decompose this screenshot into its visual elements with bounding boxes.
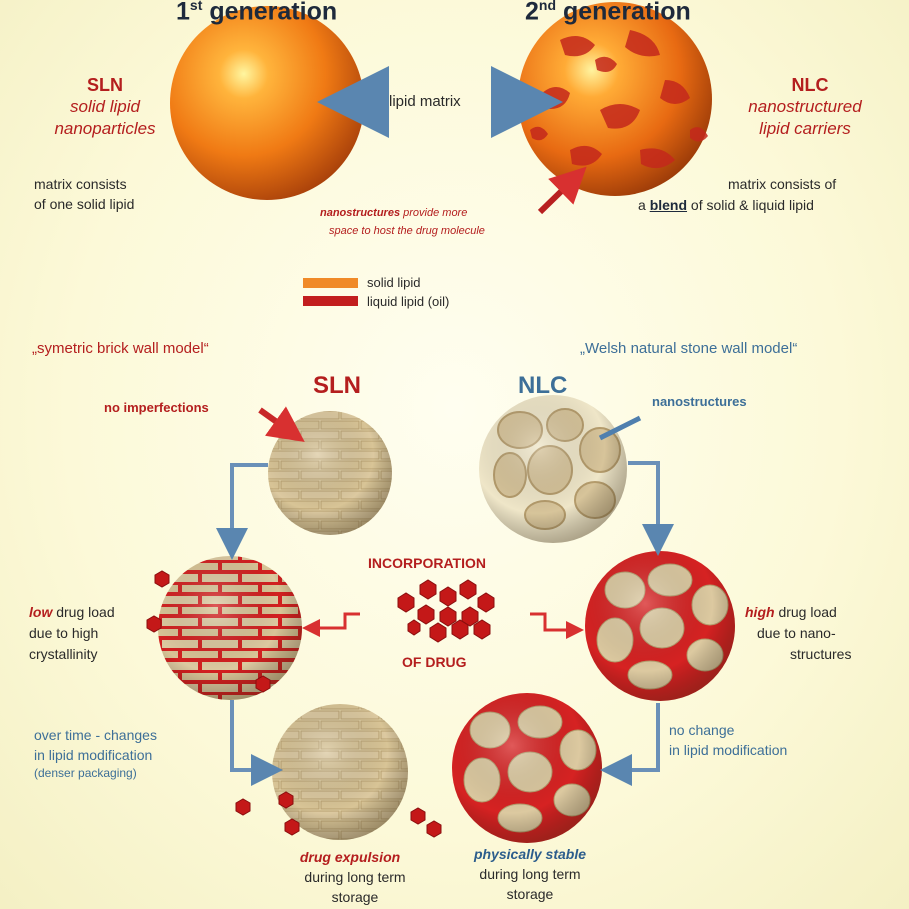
nlc-drug-ball: [585, 551, 735, 701]
arrow-no-imperfections: [258, 406, 305, 442]
low-drug-load-line2: due to high: [29, 625, 99, 641]
over-time-line1: over time - changes: [34, 727, 157, 743]
nlc-label: NLC: [791, 75, 829, 95]
high-drug-load-line2: due to nano-: [757, 625, 836, 641]
no-change-line1: no change: [669, 722, 735, 738]
arrow-nanostructures-blue: [598, 415, 642, 441]
physically-stable-label: physically stable: [473, 846, 587, 862]
sln-label: SLN: [87, 75, 123, 95]
arrow-nanostructures: [537, 166, 587, 215]
sln-full-line2: nanoparticles: [54, 119, 156, 138]
legend-solid-label: solid lipid: [367, 275, 421, 290]
expulsion-line2: during long term: [304, 869, 406, 885]
sln-full-line1: solid lipid: [70, 97, 140, 116]
nlc-heading: NLC: [518, 372, 568, 399]
sln-sphere: [170, 6, 364, 200]
nlc-storage-ball: [452, 693, 602, 843]
over-time-line2: in lipid modification: [34, 747, 153, 763]
incorporation-label: INCORPORATION: [368, 555, 486, 571]
sln-brick-ball: [268, 411, 392, 535]
stable-line3: storage: [506, 886, 554, 902]
no-change-line2: in lipid modification: [669, 742, 788, 758]
lipid-matrix-label: lipid matrix: [389, 93, 461, 110]
legend-liquid-label: liquid lipid (oil): [367, 294, 450, 309]
sln-matrix-line2: of one solid lipid: [34, 196, 135, 212]
sln-matrix-line1: matrix consists: [34, 176, 127, 192]
sln-heading: SLN: [313, 372, 361, 399]
second-generation-title: 2nd generation: [525, 0, 691, 26]
nlc-stone-ball: [479, 395, 627, 543]
legend-liquid-swatch: [303, 296, 358, 306]
sln-drug-ball: [158, 556, 302, 700]
nlc-sphere: [518, 2, 712, 196]
high-drug-load-line3: structures: [790, 646, 852, 662]
first-generation-title: 1st generation: [176, 0, 338, 26]
brick-wall-model-label: „symetric brick wall model“: [32, 340, 209, 357]
low-drug-load-line1: low drug load: [29, 604, 115, 620]
high-drug-load-line1: high drug load: [745, 604, 837, 620]
of-drug-label: OF DRUG: [402, 654, 467, 670]
loose-drug-molecules: [146, 570, 442, 838]
expulsion-line3: storage: [331, 889, 379, 905]
stable-line2: during long term: [479, 866, 581, 882]
nanostructures-note-line2: space to host the drug molecule: [329, 225, 485, 237]
stone-wall-model-label: „Welsh natural stone wall model“: [580, 340, 798, 357]
drug-expulsion-label: drug expulsion: [299, 849, 401, 865]
nlc-matrix-line2: a blend of solid & liquid lipid: [638, 197, 814, 213]
over-time-line3: (denser packaging): [34, 766, 137, 780]
incorporation-arrows: [302, 612, 584, 639]
flow-arrows: [216, 461, 674, 786]
no-imperfections-label: no imperfections: [104, 400, 209, 415]
nlc-full-line2: lipid carriers: [759, 119, 851, 138]
nlc-full-line1: nanostructured: [748, 97, 862, 116]
legend-solid-swatch: [303, 278, 358, 288]
low-drug-load-line3: crystallinity: [29, 646, 98, 662]
nlc-matrix-line1: matrix consists of: [728, 176, 837, 192]
nanostructures-note-line1: nanostructures provide more: [320, 207, 468, 219]
sln-storage-ball: [272, 704, 408, 840]
nanostructures-label: nanostructures: [652, 394, 747, 409]
drug-cluster: [397, 579, 495, 643]
